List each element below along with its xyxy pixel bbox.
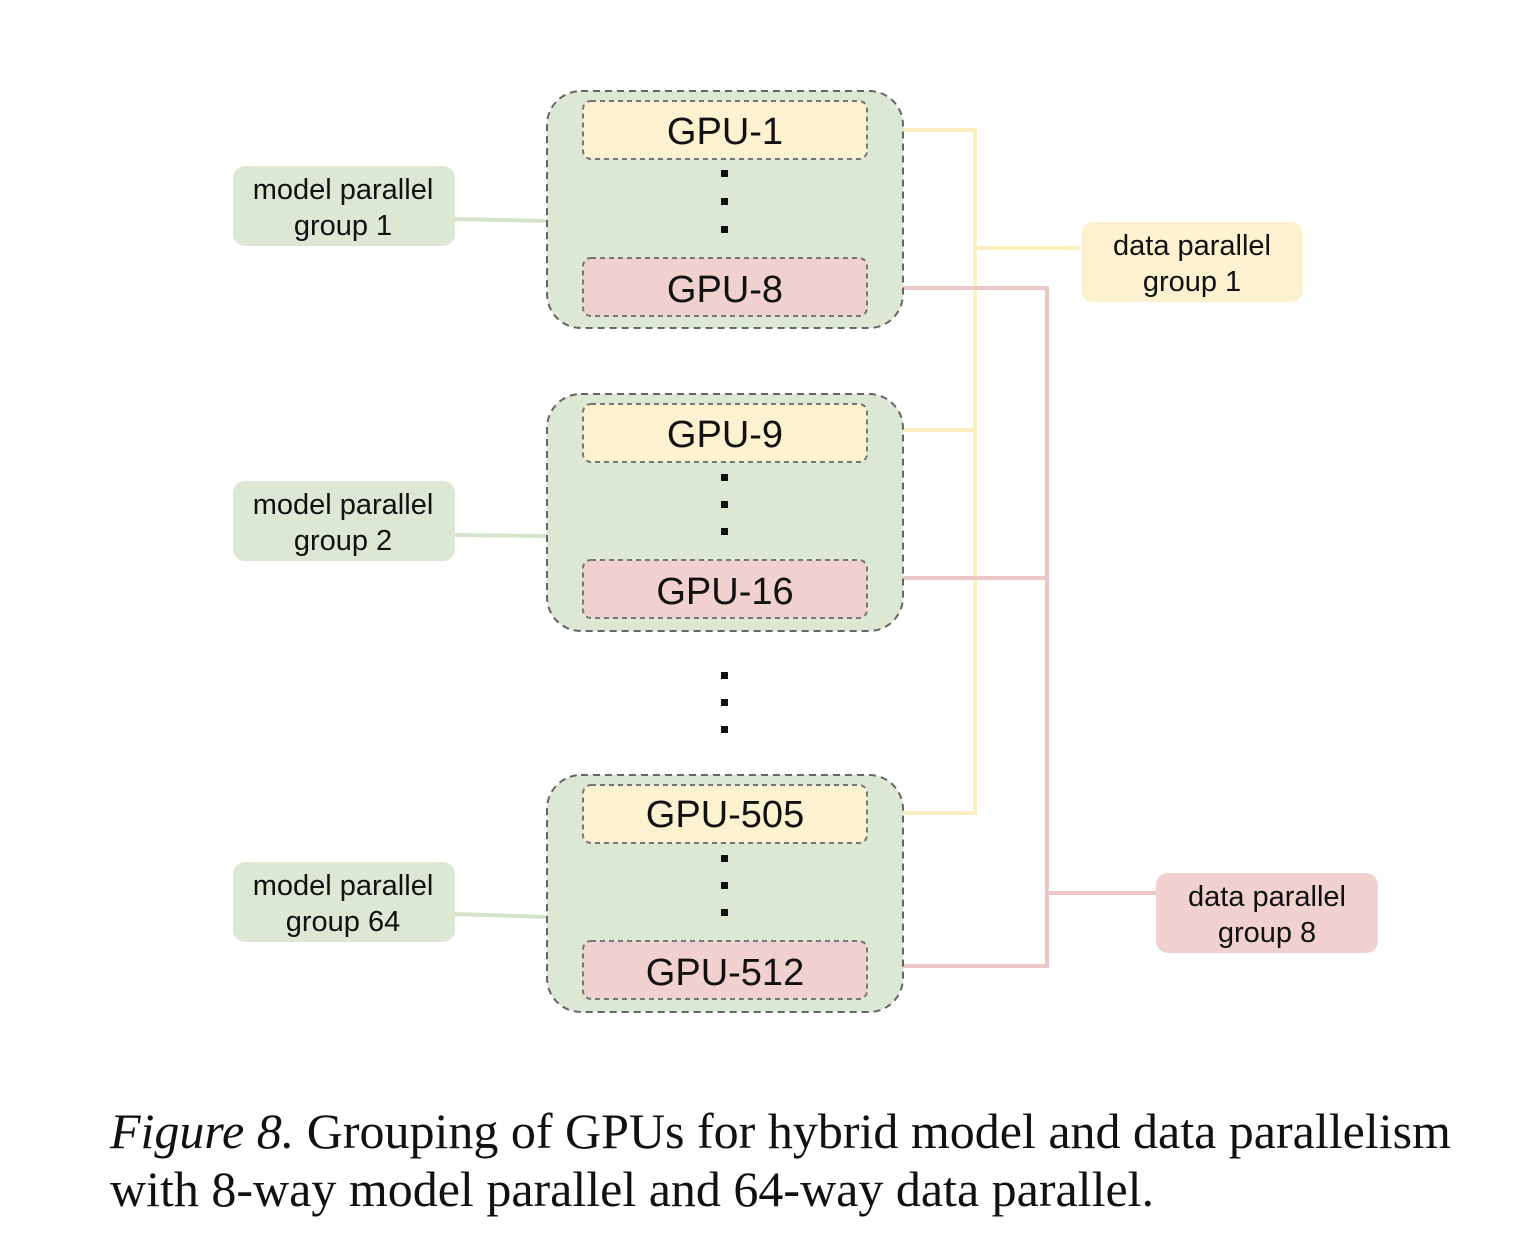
data-parallel-group-8-label: data parallel group 8	[1156, 873, 1378, 953]
model-parallel-group-2: GPU-9 GPU-16	[546, 393, 904, 632]
data-parallel-group-8-connector	[866, 286, 1157, 968]
model-parallel-group-1-label: model parallel group 1	[233, 166, 455, 246]
gpu-box-first	[582, 100, 868, 160]
label-line-2: group 8	[1218, 917, 1316, 949]
gpu-box-first	[582, 784, 868, 844]
gpu-box-last	[582, 257, 868, 317]
gpu-box-last	[582, 940, 868, 1000]
figure-caption: Figure 8. Grouping of GPUs for hybrid mo…	[110, 1102, 1530, 1218]
label-line-2: group 1	[294, 210, 392, 242]
label-line-1: data parallel	[1188, 881, 1346, 913]
model-parallel-group-64-label: model parallel group 64	[233, 862, 455, 942]
vertical-ellipsis	[721, 855, 728, 916]
model-parallel-group-2-label: model parallel group 2	[233, 481, 455, 561]
label-line-2: group 2	[294, 525, 392, 557]
model-parallel-group-64: GPU-505 GPU-512	[546, 774, 904, 1013]
gpu-label-last: GPU-8	[667, 269, 783, 311]
label-line-1: model parallel	[253, 174, 434, 206]
gpu-label-last: GPU-16	[656, 571, 793, 613]
model-parallel-group-1: GPU-1 GPU-8	[546, 90, 904, 329]
gpu-label-first: GPU-1	[667, 111, 783, 153]
label-line-1: model parallel	[253, 870, 434, 902]
gpu-box-first	[582, 403, 868, 463]
vertical-ellipsis	[721, 170, 728, 233]
figure-number: Figure 8.	[110, 1103, 295, 1159]
vertical-ellipsis	[721, 474, 728, 535]
model-parallel-connectors	[453, 217, 549, 919]
gpu-box-last	[582, 559, 868, 619]
label-line-1: data parallel	[1113, 230, 1271, 262]
label-line-2: group 64	[286, 906, 401, 938]
gpu-label-first: GPU-9	[667, 414, 783, 456]
groups-ellipsis	[721, 672, 728, 733]
data-parallel-group-1-label: data parallel group 1	[1081, 222, 1303, 302]
label-line-2: group 1	[1143, 266, 1241, 298]
gpu-label-first: GPU-505	[646, 794, 804, 836]
gpu-label-last: GPU-512	[646, 952, 804, 994]
caption-text: Grouping of GPUs for hybrid model and da…	[110, 1103, 1451, 1217]
label-line-1: model parallel	[253, 489, 434, 521]
